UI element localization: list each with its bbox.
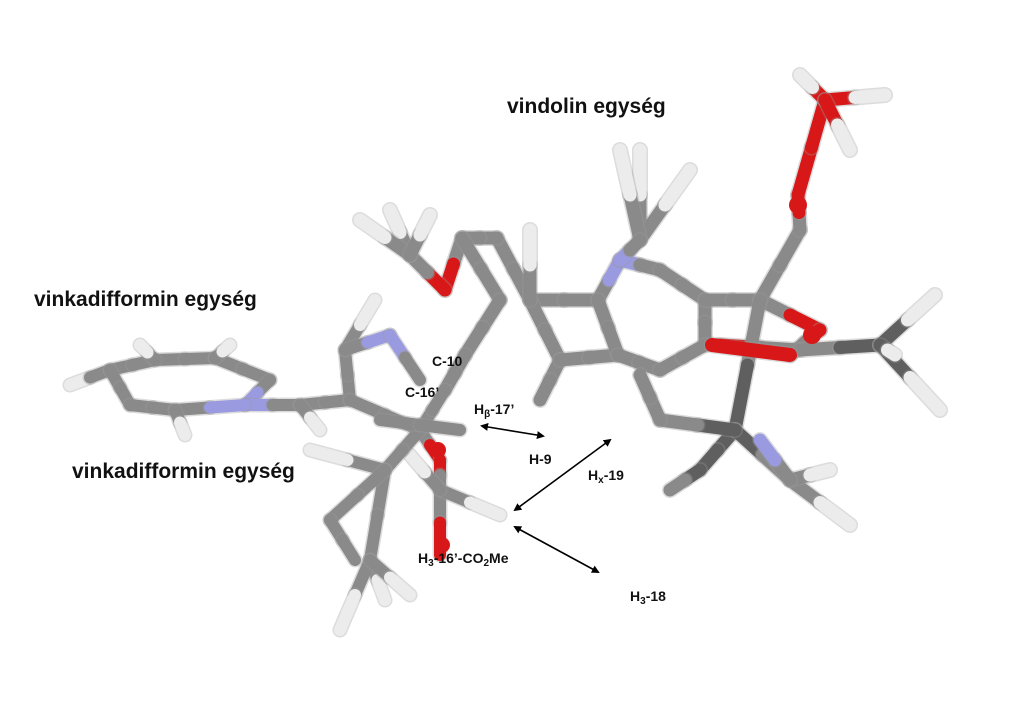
- bond-c: [753, 258, 787, 307]
- bond-c: [623, 188, 647, 247]
- oxygen-atom: [434, 537, 450, 553]
- bond-n: [204, 399, 251, 414]
- carbonyl-oxygen-bond: [705, 338, 797, 362]
- bond-d: [833, 338, 887, 354]
- oxygen-atom: [803, 326, 821, 344]
- bond-c: [533, 373, 557, 407]
- bond-h: [304, 444, 354, 466]
- c16-prime-label: C-16’: [405, 384, 440, 400]
- h3-16-co2me-label: H3-16’-CO2Me: [418, 550, 509, 569]
- bond-c: [623, 233, 647, 257]
- bond-h: [404, 449, 431, 479]
- bond-h: [134, 339, 154, 359]
- bond-c: [676, 338, 712, 364]
- bond-h: [353, 213, 392, 244]
- noe-arrows: [480, 423, 612, 573]
- vinkadifformin-unit-label-bottom: vinkadifformin egység: [72, 460, 295, 483]
- bond-h: [848, 88, 892, 104]
- bond-h: [881, 343, 902, 362]
- vinkadifformin-unit-label-top: vinkadifformin egység: [34, 288, 257, 311]
- oxygen-atom: [430, 442, 446, 458]
- h-beta-17-label: Hβ-17’: [474, 401, 515, 420]
- bond-c: [349, 554, 376, 601]
- bond-h: [903, 371, 947, 417]
- hx-19-label: Hx-19: [588, 467, 624, 486]
- bond-h: [793, 68, 819, 94]
- bond-o: [791, 141, 818, 202]
- bond-h: [813, 496, 857, 532]
- bond-h: [464, 496, 506, 521]
- bond-h: [304, 411, 326, 436]
- bond-c: [351, 464, 391, 501]
- bond-c: [793, 341, 847, 357]
- bond-c: [663, 473, 692, 497]
- bond-h: [803, 463, 837, 482]
- bond-h: [371, 574, 391, 606]
- bond-h: [334, 589, 361, 636]
- bond-n: [753, 433, 782, 467]
- bond-c: [633, 368, 657, 404]
- bond-h: [901, 288, 942, 327]
- bond-d: [728, 358, 754, 437]
- noe-arrow-h16-h19: [513, 438, 612, 512]
- bond-c: [364, 509, 384, 566]
- bond-c: [426, 384, 451, 416]
- bond-c: [773, 223, 807, 272]
- oxygen-atom: [789, 196, 807, 214]
- h9-label: H-9: [529, 451, 552, 467]
- bond-h: [354, 294, 381, 331]
- bond-c: [344, 394, 391, 421]
- h3-18-label: H3-18: [630, 588, 666, 607]
- bond-c: [336, 534, 361, 566]
- bond-h: [216, 339, 236, 358]
- bond-sticks: [62, 67, 948, 638]
- bond-h: [383, 203, 407, 239]
- c10-label: C-10: [432, 353, 463, 369]
- noe-arrow-h16-h18: [513, 526, 600, 573]
- bond-h: [658, 163, 697, 212]
- noe-arrow-h17-h9: [480, 423, 545, 439]
- bond-c: [414, 419, 466, 436]
- bond-h: [613, 143, 637, 202]
- bond-c: [374, 414, 426, 431]
- bond-c: [399, 351, 426, 386]
- bond-h: [174, 416, 191, 441]
- bond-h: [831, 118, 857, 157]
- bond-h: [384, 571, 416, 601]
- bond-c: [324, 489, 364, 526]
- bond-h: [413, 208, 437, 242]
- vindolin-unit-label: vindolin egység: [507, 95, 666, 118]
